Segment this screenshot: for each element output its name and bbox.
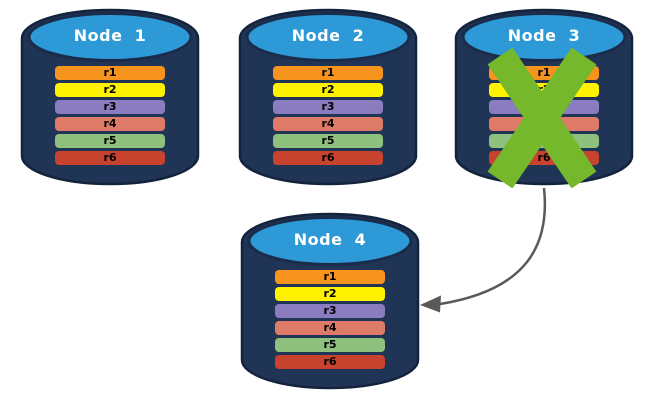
replica-row-r4: r4 <box>275 321 385 335</box>
replica-row-r5: r5 <box>273 134 383 148</box>
node-4-replica-stack: r1 r2 r3 r4 r5 r6 <box>275 270 385 372</box>
replica-row-r6: r6 <box>273 151 383 165</box>
replica-row-r3: r3 <box>55 100 165 114</box>
replica-row-r1: r1 <box>55 66 165 80</box>
replica-row-r3: r3 <box>275 304 385 318</box>
node-4-label: Node 4 <box>293 230 367 249</box>
failover-arrow-curve <box>439 187 547 306</box>
node-4: Node 4 r1 r2 r3 r4 r5 r6 <box>240 212 420 390</box>
replica-row-r6: r6 <box>55 151 165 165</box>
node-1: Node 1 r1 r2 r3 r4 r5 r6 <box>20 8 200 186</box>
failure-x-icon <box>487 48 597 188</box>
failover-arrowhead-icon <box>420 295 441 313</box>
node-3: Node 3 r1 r2 r3 r4 r5 r6 <box>454 8 634 188</box>
node-1-replica-stack: r1 r2 r3 r4 r5 r6 <box>55 66 165 168</box>
replica-row-r6: r6 <box>275 355 385 369</box>
replica-row-r2: r2 <box>273 83 383 97</box>
replica-row-r5: r5 <box>275 338 385 352</box>
replica-row-r4: r4 <box>273 117 383 131</box>
replica-row-r2: r2 <box>55 83 165 97</box>
replica-row-r4: r4 <box>55 117 165 131</box>
node-2-label: Node 2 <box>291 26 365 45</box>
replica-row-r5: r5 <box>55 134 165 148</box>
replica-row-r3: r3 <box>273 100 383 114</box>
node-2-replica-stack: r1 r2 r3 r4 r5 r6 <box>273 66 383 168</box>
node-1-label: Node 1 <box>73 26 147 45</box>
node-2: Node 2 r1 r2 r3 r4 r5 r6 <box>238 8 418 186</box>
replica-row-r1: r1 <box>273 66 383 80</box>
replica-row-r2: r2 <box>275 287 385 301</box>
replica-row-r1: r1 <box>275 270 385 284</box>
node-3-label: Node 3 <box>507 26 581 45</box>
